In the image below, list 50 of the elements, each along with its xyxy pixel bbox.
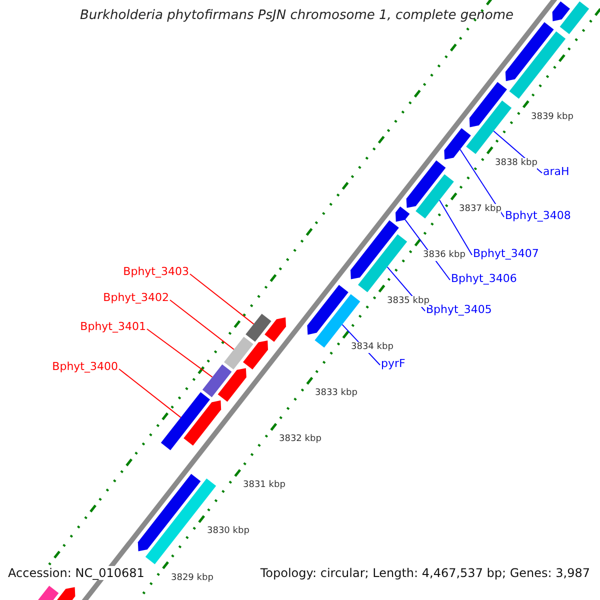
gene-bar bbox=[307, 284, 348, 335]
gene-label: Bphyt_3400 bbox=[52, 360, 118, 374]
gene-bar bbox=[350, 220, 399, 280]
gene-bar bbox=[138, 474, 201, 552]
leader-line bbox=[460, 148, 504, 218]
gene-bar bbox=[406, 160, 446, 208]
gene-bar bbox=[505, 22, 554, 82]
scale-label: 3836 kbp bbox=[423, 250, 466, 261]
gene-bar bbox=[396, 206, 410, 222]
gene-label: Bphyt_3402 bbox=[103, 291, 169, 304]
gene-bar bbox=[264, 317, 286, 342]
gene-label: Bphyt_3401 bbox=[80, 320, 146, 334]
scale-label: 3838 kbp bbox=[495, 158, 538, 169]
gene-bar bbox=[444, 128, 471, 160]
leader-line bbox=[190, 274, 254, 325]
scale-label: 3837 kbp bbox=[459, 204, 502, 215]
scale-label: 3829 kbp bbox=[171, 573, 214, 584]
scale-label: 3833 kbp bbox=[315, 388, 358, 399]
gene-bar bbox=[469, 82, 507, 128]
leader-line bbox=[146, 328, 213, 378]
scale-label: 3834 kbp bbox=[351, 342, 394, 353]
scale-label: 3835 kbp bbox=[387, 296, 430, 307]
gene-bar bbox=[246, 314, 272, 342]
gene-bar bbox=[466, 100, 512, 154]
scale-label: 3839 kbp bbox=[531, 112, 574, 123]
gene-bar bbox=[416, 174, 454, 218]
gene-bar bbox=[509, 31, 566, 99]
gene-label: araH bbox=[543, 165, 570, 178]
gene-bar bbox=[358, 234, 408, 292]
gene-bar bbox=[560, 1, 590, 34]
scale-label: 3831 kbp bbox=[243, 480, 286, 491]
leader-line bbox=[118, 368, 182, 418]
gene-label: Bphyt_3407 bbox=[473, 247, 539, 260]
gene-bar bbox=[218, 368, 246, 402]
scale-label: 3832 kbp bbox=[279, 434, 322, 445]
accession-text: Accession: NC_010681 bbox=[8, 566, 144, 580]
gene-bar bbox=[160, 392, 210, 450]
gene-label: pyrF bbox=[381, 357, 406, 370]
leader-line bbox=[439, 200, 472, 256]
gene-bar bbox=[224, 336, 254, 370]
gene-bar bbox=[552, 1, 570, 22]
gene-label: Bphyt_3406 bbox=[451, 272, 517, 286]
scale-label: 3830 kbp bbox=[207, 526, 250, 537]
map-title: Burkholderia phytofirmans PsJN chromosome 1, complete genome bbox=[80, 8, 514, 24]
gene-bar bbox=[184, 400, 222, 446]
gene-label: Bphyt_3408 bbox=[505, 209, 571, 222]
gene-bar bbox=[243, 340, 268, 370]
genome-info-text: Topology: circular; Length: 4,467,537 bp; Genes: 3,987 bbox=[260, 566, 590, 580]
gene-label: Bphyt_3403 bbox=[123, 265, 189, 278]
gene-bar bbox=[202, 364, 232, 398]
